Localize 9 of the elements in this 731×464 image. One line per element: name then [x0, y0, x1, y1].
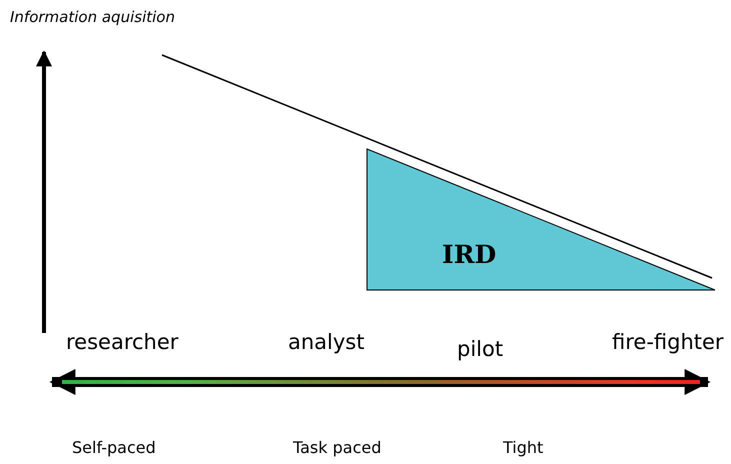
role-label: fire-fighter [612, 330, 724, 354]
role-label: researcher [66, 330, 178, 354]
role-label: analyst [288, 330, 364, 354]
axis-title: Information aquisition [10, 8, 175, 26]
region-label: IRD [442, 240, 496, 269]
role-label: pilot [457, 337, 504, 361]
pace-label: Tight [503, 438, 544, 457]
pace-label: Task paced [293, 438, 382, 457]
pace-label: Self-paced [72, 438, 156, 457]
